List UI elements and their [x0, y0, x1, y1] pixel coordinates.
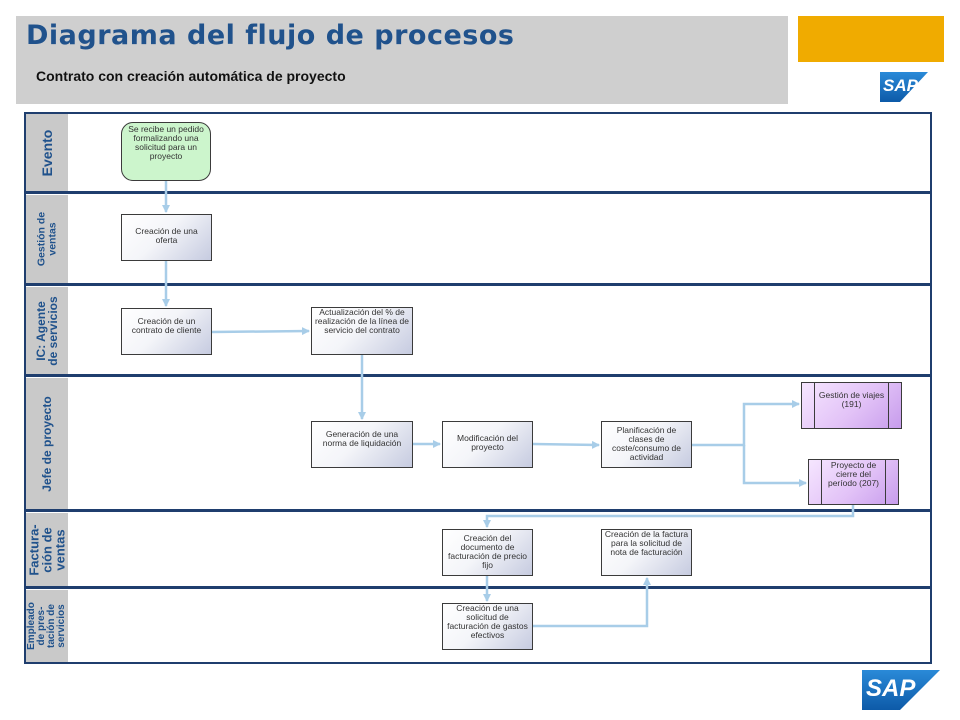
sap-logo-bottom: SAP	[862, 670, 940, 710]
lane-label-facturacion: Factura- ción de ventas	[26, 513, 68, 586]
task-planificacion[interactable]: Planificación de clases de coste/consumo…	[601, 421, 692, 468]
task-precio-fijo[interactable]: Creación del documento de facturación de…	[442, 529, 533, 576]
arrow-modificacion-planificacion	[532, 440, 600, 449]
sap-logo-text-top: SAP	[883, 76, 918, 95]
page-title: Diagrama del flujo de procesos	[26, 20, 515, 51]
arrow-planificacion-cierre	[742, 445, 807, 487]
arrow-gastos-factura	[533, 577, 651, 628]
lane-label-empleado: Empleado de pres- tación de servicios	[26, 590, 68, 662]
header-banner	[16, 16, 788, 104]
page-subtitle: Contrato con creación automática de proy…	[36, 68, 346, 84]
lane-label-ventas: Gestión de ventas	[26, 195, 68, 283]
arrow-planificacion-viajes	[692, 400, 800, 447]
subprocess-cierre[interactable]: Proyecto de cierre del período (207)	[808, 459, 899, 505]
task-modificacion[interactable]: Modificación del proyecto	[442, 421, 533, 468]
brand-bar	[798, 16, 944, 62]
task-oferta[interactable]: Creación de una oferta	[121, 214, 212, 261]
arrow-cierre-precio-fijo	[483, 505, 855, 528]
task-actualizacion[interactable]: Actualización del % de realización de la…	[311, 307, 413, 355]
task-norma[interactable]: Generación de una norma de liquidación	[311, 421, 413, 468]
task-gastos[interactable]: Creación de una solicitud de facturación…	[442, 603, 533, 650]
lane-separator	[26, 191, 930, 194]
sap-logo-shape-bottom	[862, 670, 940, 710]
lane-label-evento: Evento	[26, 114, 68, 191]
subprocess-viajes[interactable]: Gestión de viajes (191)	[801, 382, 902, 429]
arrow-contrato-actualizacion	[211, 327, 310, 336]
sap-logo-top: SAP	[880, 72, 928, 102]
swimlane-frame	[24, 112, 932, 664]
lane-separator	[26, 509, 930, 512]
task-contrato[interactable]: Creación de un contrato de cliente	[121, 308, 212, 355]
task-factura-solicitud[interactable]: Creación de la factura para la solicitud…	[601, 529, 692, 576]
sap-logo-text-bottom: SAP	[866, 675, 916, 702]
lane-separator	[26, 283, 930, 286]
lane-separator	[26, 374, 930, 377]
sap-logo-shape-top	[880, 72, 928, 102]
event-pedido[interactable]: Se recibe un pedido formalizando una sol…	[121, 122, 211, 181]
lane-label-jefe: Jefe de proyecto	[26, 378, 68, 509]
lane-label-agente: IC: Agente de servicios	[26, 287, 68, 374]
lane-separator	[26, 586, 930, 589]
